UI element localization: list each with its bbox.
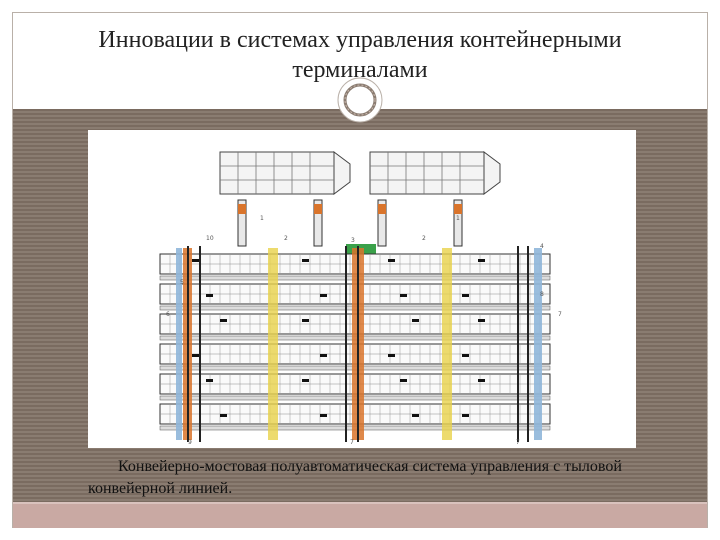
container-marker [412,414,419,417]
crane-2 [313,199,323,247]
crane-4 [453,199,463,247]
container-marker [388,354,395,357]
callout-number: 4 [540,243,544,250]
callout-number: 5 [180,279,184,286]
callout-number: 7 [516,439,520,446]
callout-number: 10 [206,235,214,242]
column-blue-left [176,248,182,440]
container-marker [462,294,469,297]
container-marker [320,294,327,297]
bottom-bar [13,502,707,528]
callout-number: 6 [166,311,170,318]
callout-number: 7 [350,439,354,446]
container-marker [220,414,227,417]
ship-right [369,151,501,195]
container-marker [400,379,407,382]
callout-number: 2 [284,235,288,242]
terminal-diagram: 10 1 2 3 2 1 4 5 6 7 8 9 7 7 [88,130,636,448]
ornament-icon [337,77,383,123]
container-marker [462,414,469,417]
callout-labels: 10 1 2 3 2 1 4 5 6 7 8 9 7 7 [166,215,562,446]
gantry-rails [187,246,529,442]
container-marker [412,319,419,322]
callout-number: 3 [351,237,355,244]
crane-1 [237,199,247,247]
container-marker [320,354,327,357]
container-marker [320,414,327,417]
container-marker [192,354,199,357]
callout-number: 1 [456,215,460,222]
slide-title: Инновации в системах управления контейне… [13,13,707,97]
container-marker [302,259,309,262]
title-line-1: Инновации в системах управления контейне… [98,27,622,53]
callout-number: 1 [260,215,264,222]
container-marker [192,259,199,262]
container-marker [462,354,469,357]
column-yellow-left [268,248,278,440]
callout-number: 8 [540,291,544,298]
caption-text: Конвейерно-мостовая полуавтоматическая с… [88,458,622,497]
container-marker [388,259,395,262]
container-marker [400,294,407,297]
container-marker [302,319,309,322]
slide-caption: Конвейерно-мостовая полуавтоматическая с… [88,456,628,500]
column-blue-right [534,248,542,440]
container-marker [220,319,227,322]
crane-3 [377,199,387,247]
column-yellow-right [442,248,452,440]
callout-number: 9 [188,439,192,446]
callout-number: 7 [558,311,562,318]
container-marker [206,294,213,297]
container-marker [302,379,309,382]
container-marker [478,259,485,262]
ship-left [219,151,351,195]
container-marker [478,379,485,382]
container-marker [478,319,485,322]
callout-number: 2 [422,235,426,242]
container-marker [206,379,213,382]
